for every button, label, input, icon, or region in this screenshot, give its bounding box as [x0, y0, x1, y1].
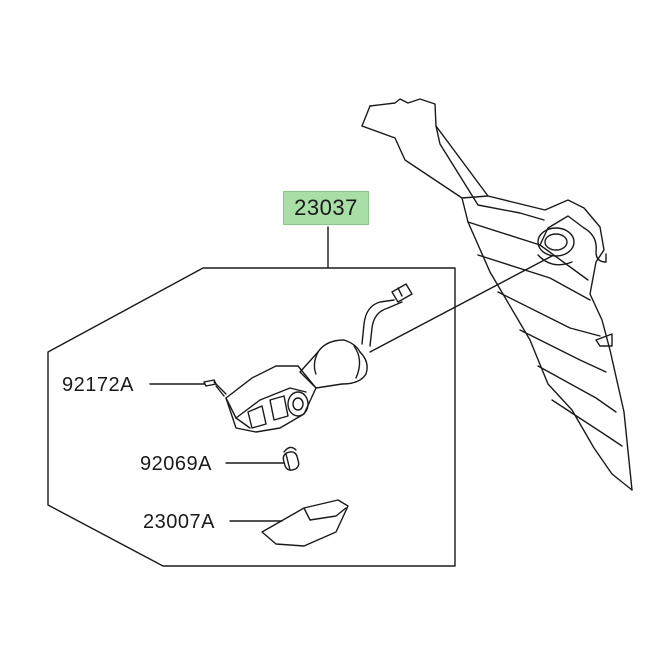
- rear-fender: [361, 98, 633, 491]
- turn-signal-indicator: [225, 283, 413, 433]
- mount-leader-line: [369, 255, 553, 353]
- part-number-23007A[interactable]: 23007A: [143, 511, 215, 533]
- assembly-bracket: [47, 226, 456, 567]
- lens-part: [261, 499, 349, 547]
- assembly-part-number[interactable]: 23037: [283, 191, 369, 225]
- part-number-92069A[interactable]: 92069A: [140, 453, 212, 475]
- screw-part: [203, 379, 227, 397]
- part-number-92172A[interactable]: 92172A: [62, 374, 134, 396]
- bulb-part: [282, 446, 300, 471]
